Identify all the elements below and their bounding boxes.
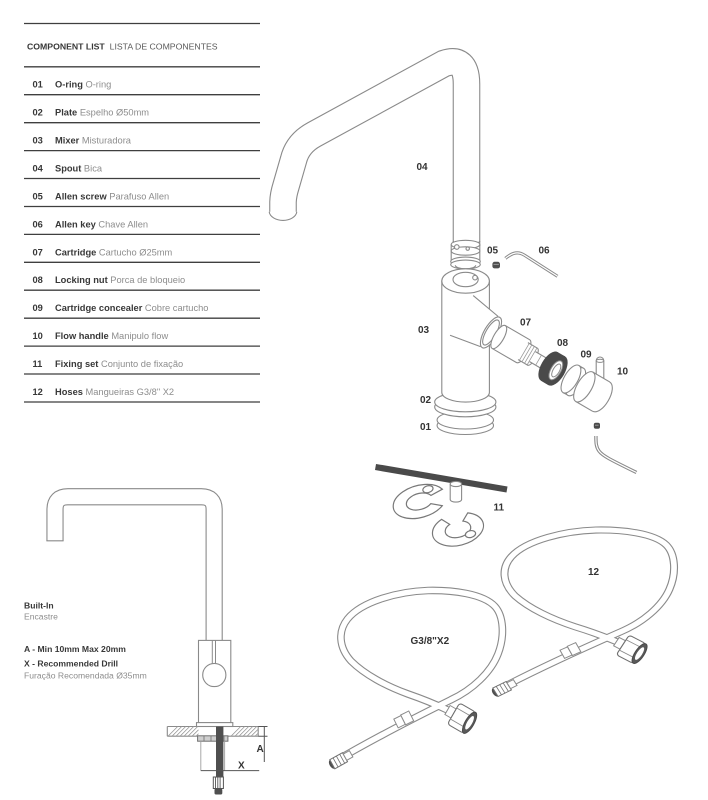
svg-text:Allen screw Parafuso Allen: Allen screw Parafuso Allen — [55, 191, 169, 201]
svg-text:06: 06 — [33, 219, 43, 229]
svg-text:04: 04 — [417, 162, 429, 173]
svg-text:11: 11 — [494, 503, 505, 514]
svg-text:O-ring O-ring: O-ring O-ring — [55, 80, 111, 90]
svg-text:09: 09 — [33, 303, 43, 313]
svg-text:A - Min 10mm Max 20mm: A - Min 10mm Max 20mm — [24, 644, 126, 654]
svg-text:12: 12 — [33, 387, 43, 397]
svg-text:08: 08 — [33, 275, 43, 285]
svg-text:A: A — [257, 744, 264, 755]
svg-text:Encastre: Encastre — [24, 612, 58, 622]
svg-text:01: 01 — [33, 80, 43, 90]
svg-text:05: 05 — [33, 191, 43, 201]
svg-text:09: 09 — [581, 350, 593, 361]
svg-text:05: 05 — [487, 246, 499, 257]
svg-text:Cartridge concealer Cobre cart: Cartridge concealer Cobre cartucho — [55, 303, 208, 313]
svg-text:10: 10 — [33, 331, 43, 341]
svg-text:03: 03 — [33, 136, 43, 146]
svg-text:Locking nut Porca de bloqueio: Locking nut Porca de bloqueio — [55, 275, 185, 285]
svg-text:12: 12 — [588, 567, 600, 578]
svg-text:Fixing set Conjunto de fixação: Fixing set Conjunto de fixação — [55, 359, 183, 369]
svg-text:10: 10 — [617, 367, 629, 378]
svg-text:Flow handle Manipulo flow: Flow handle Manipulo flow — [55, 331, 168, 341]
svg-text:COMPONENT LIST LISTA DE COMPON: COMPONENT LIST LISTA DE COMPONENTES — [27, 42, 218, 52]
svg-text:Built-In: Built-In — [24, 601, 54, 611]
svg-text:Mixer Misturadora: Mixer Misturadora — [55, 136, 132, 146]
svg-text:06: 06 — [539, 246, 551, 257]
svg-text:X - Recommended Drill: X - Recommended Drill — [24, 659, 118, 669]
svg-text:Plate Espelho Ø50mm: Plate Espelho Ø50mm — [55, 108, 149, 118]
svg-text:Cartridge Cartucho Ø25mm: Cartridge Cartucho Ø25mm — [55, 247, 173, 257]
svg-text:08: 08 — [557, 338, 569, 349]
svg-text:02: 02 — [33, 108, 43, 118]
svg-text:11: 11 — [33, 359, 43, 369]
svg-text:07: 07 — [33, 247, 43, 257]
svg-text:07: 07 — [520, 318, 532, 329]
svg-text:01: 01 — [420, 422, 432, 433]
svg-text:03: 03 — [418, 325, 430, 336]
svg-text:Furação Recomendada Ø35mm: Furação Recomendada Ø35mm — [24, 671, 147, 681]
svg-text:Hoses Mangueiras G3/8" X2: Hoses Mangueiras G3/8" X2 — [55, 387, 174, 397]
svg-text:02: 02 — [420, 395, 432, 406]
svg-text:X: X — [238, 761, 245, 772]
svg-text:Spout Bica: Spout Bica — [55, 164, 103, 174]
svg-text:G3/8"X2: G3/8"X2 — [411, 636, 450, 647]
svg-text:04: 04 — [33, 164, 44, 174]
svg-text:Allen key Chave Allen: Allen key Chave Allen — [55, 219, 148, 229]
